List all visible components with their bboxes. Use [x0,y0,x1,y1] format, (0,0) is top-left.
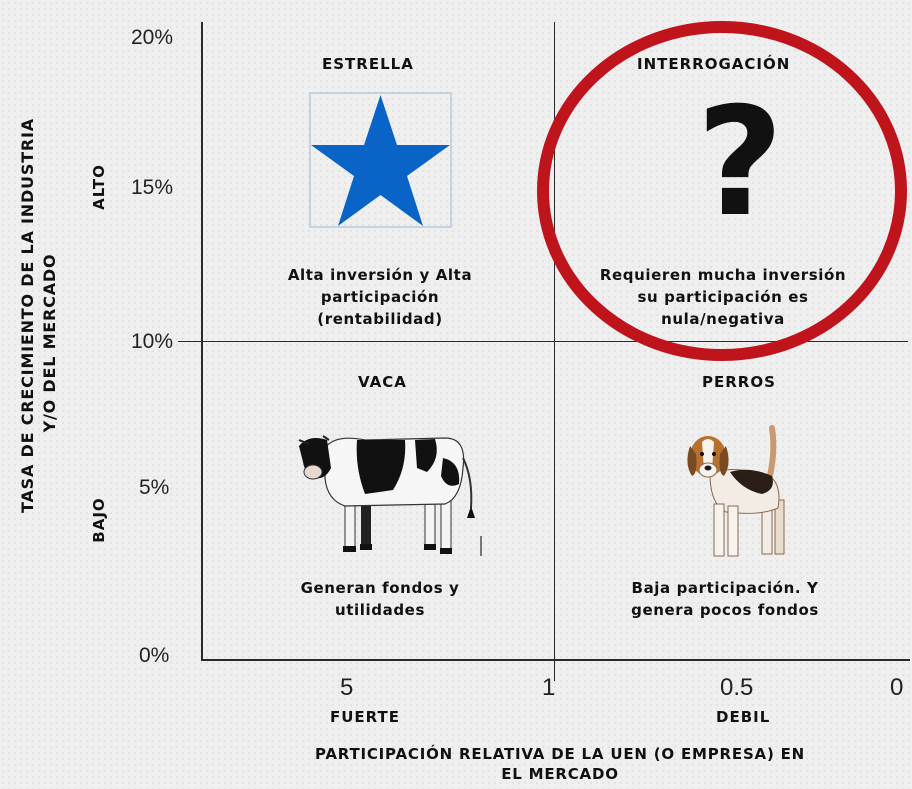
y-tick-10: 10% [131,330,174,353]
y-axis-title-line2: Y/O DEL MERCADO [40,253,59,433]
star-icon [309,92,452,228]
y-axis-title: TASA DE CRECIMIENTO DE LA INDUSTRIA Y/O … [17,118,63,513]
vaca-text-line2: utilidades [335,601,425,619]
x-tick-5: 5 [340,674,354,701]
y-tick-5: 5% [139,476,170,499]
interrogacion-text-line3: nula/negativa [661,310,785,328]
interrogacion-text-line1: Requieren mucha inversión [599,266,847,284]
perros-text-line2: genera pocos fondos [631,601,819,619]
estrella-text-line1: Alta inversión y Alta [287,266,473,284]
question-mark-icon: ? [690,88,790,238]
vaca-text-line1: Generan fondos y [300,579,460,597]
x-tick-1: 1 [542,674,556,701]
quadrant-perros-text: Baja participación. Y genera pocos fondo… [590,577,860,621]
quadrant-estrella-text: Alta inversión y Alta participación (ren… [240,264,520,330]
y-tick-20: 20% [131,26,174,49]
x-axis-strong-label: FUERTE [330,708,401,726]
perros-text-line1: Baja participación. Y [631,579,819,597]
quadrant-perros-title: PERROS [702,373,776,391]
y-axis-title-line1: TASA DE CRECIMIENTO DE LA INDUSTRIA [18,118,37,513]
y-axis-low-label: BAJO [90,497,108,543]
estrella-text-line2: participación [320,288,440,306]
y-axis-high-label: ALTO [90,164,108,210]
cow-icon [295,428,490,558]
quadrant-interrogacion-title: INTERROGACIÓN [637,55,791,73]
horizontal-divider [178,341,908,342]
question-mark-symbol: ? [696,76,784,250]
x-axis-weak-label: DEBIL [716,708,771,726]
dog-icon [680,424,810,564]
quadrant-interrogacion-text: Requieren mucha inversión su participaci… [563,264,883,330]
vertical-divider [554,22,555,681]
quadrant-vaca-text: Generan fondos y utilidades [240,577,520,621]
y-tick-0: 0% [139,644,170,667]
x-tick-0: 0 [890,674,904,701]
quadrant-vaca-title: VACA [358,373,407,391]
quadrant-estrella-title: ESTRELLA [322,55,414,73]
interrogacion-text-line2: su participación es [637,288,809,306]
x-tick-0-5: 0.5 [720,674,754,701]
x-axis-title-line1: PARTICIPACIÓN RELATIVA DE LA UEN (O EMPR… [314,745,806,763]
estrella-text-line3: (rentabilidad) [317,310,443,328]
y-tick-15: 15% [131,176,174,199]
x-axis-title-line2: EL MERCADO [501,765,619,783]
highlight-circle [536,18,908,364]
x-axis-title: PARTICIPACIÓN RELATIVA DE LA UEN (O EMPR… [230,744,890,784]
